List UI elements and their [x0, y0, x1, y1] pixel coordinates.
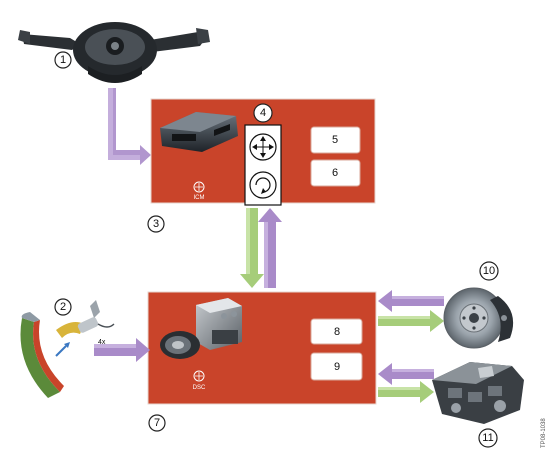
box-5: 5 — [310, 126, 361, 154]
arrow-dsc-to-brake-green — [378, 310, 444, 332]
arrow-brake-to-dsc-purple — [378, 290, 444, 312]
arrow-engine-to-dsc-purple — [378, 363, 434, 385]
dsc-icon — [193, 370, 205, 382]
arrow-switch-to-icm — [108, 88, 151, 165]
arrow-dsc-to-engine-green — [378, 381, 434, 403]
brake-disc-image — [443, 287, 514, 349]
svg-text:7: 7 — [154, 417, 160, 429]
svg-text:6: 6 — [332, 167, 338, 179]
svg-text:4: 4 — [260, 107, 266, 119]
svg-text:9: 9 — [334, 361, 340, 373]
callout-1: 1 — [54, 51, 72, 69]
svg-text:10: 10 — [483, 265, 495, 277]
arrow-dsc-to-icm-purple — [258, 208, 282, 288]
svg-text:3: 3 — [153, 218, 159, 230]
steering-column-switch-cluster — [18, 22, 210, 83]
dsc-hydraulic-unit-image — [160, 298, 242, 359]
callout-3: 3 — [147, 215, 165, 233]
svg-text:2: 2 — [60, 301, 66, 313]
svg-text:11: 11 — [482, 432, 493, 444]
box-9: 9 — [310, 352, 363, 381]
icm-control-unit-image — [160, 112, 238, 152]
dsc-label: DSC — [193, 385, 206, 391]
arrow-sensor-to-dsc — [94, 338, 150, 362]
callout-10: 10 — [479, 261, 499, 281]
engine-image — [432, 362, 524, 424]
callout-2: 2 — [54, 298, 72, 316]
icm-label: ICM — [194, 195, 205, 201]
callout-11: 11 — [478, 428, 498, 448]
callout-4: 4 — [253, 103, 273, 123]
sensor-count-label: 4x — [98, 339, 106, 346]
svg-text:1: 1 — [60, 54, 66, 66]
svg-text:8: 8 — [334, 326, 340, 338]
icm-icon — [193, 181, 205, 193]
svg-text:5: 5 — [332, 134, 338, 146]
box-8: 8 — [310, 318, 363, 345]
wheel-speed-sensor-assembly — [20, 300, 115, 398]
box-6: 6 — [310, 159, 361, 187]
figure-code: TP08-1038 — [541, 418, 547, 448]
arrow-icm-to-dsc-green — [240, 208, 264, 288]
sensor-cluster-box — [244, 124, 282, 206]
callout-7: 7 — [148, 414, 166, 432]
